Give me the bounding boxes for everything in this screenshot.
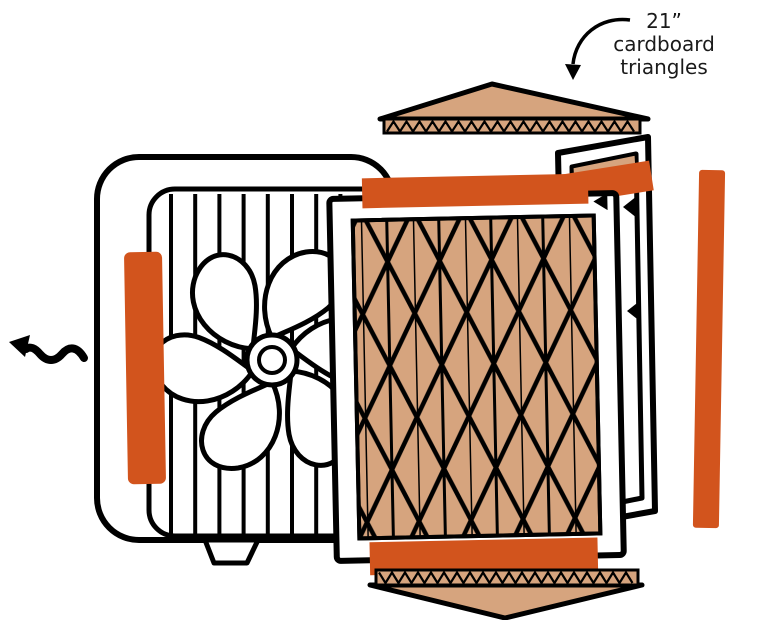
pleat-wedge <box>593 193 608 211</box>
fan-hub-center <box>257 345 287 375</box>
annotation-material: cardboard <box>613 32 715 56</box>
triangle-face <box>367 582 645 620</box>
annotation-object: triangles <box>620 55 708 79</box>
fan-blade <box>189 252 259 352</box>
fan-blade <box>199 379 282 471</box>
fan-foot <box>202 537 261 566</box>
filter-tape-top <box>361 173 589 209</box>
tape-strip-left <box>124 251 166 485</box>
front-filter <box>326 173 627 576</box>
filter-lattice <box>350 213 603 541</box>
pleat-wedge <box>623 196 637 218</box>
triangle-face <box>377 81 651 122</box>
corrugation-zigzag <box>378 570 634 586</box>
pleat-wedge <box>627 300 641 322</box>
airflow-arrow-icon <box>9 335 88 364</box>
annotation-size: 21” <box>646 9 682 33</box>
annotation-callout: 21” cardboard triangles <box>565 9 715 80</box>
curved-arrow-head <box>565 64 581 80</box>
curved-arrow-icon <box>571 17 631 65</box>
filter-tape-bottom <box>369 537 599 576</box>
corrugation-zigzag <box>386 119 635 134</box>
tape-strip-right <box>692 169 726 529</box>
cardboard-triangle-top <box>377 81 651 135</box>
cardboard-triangle-bottom <box>367 568 645 620</box>
